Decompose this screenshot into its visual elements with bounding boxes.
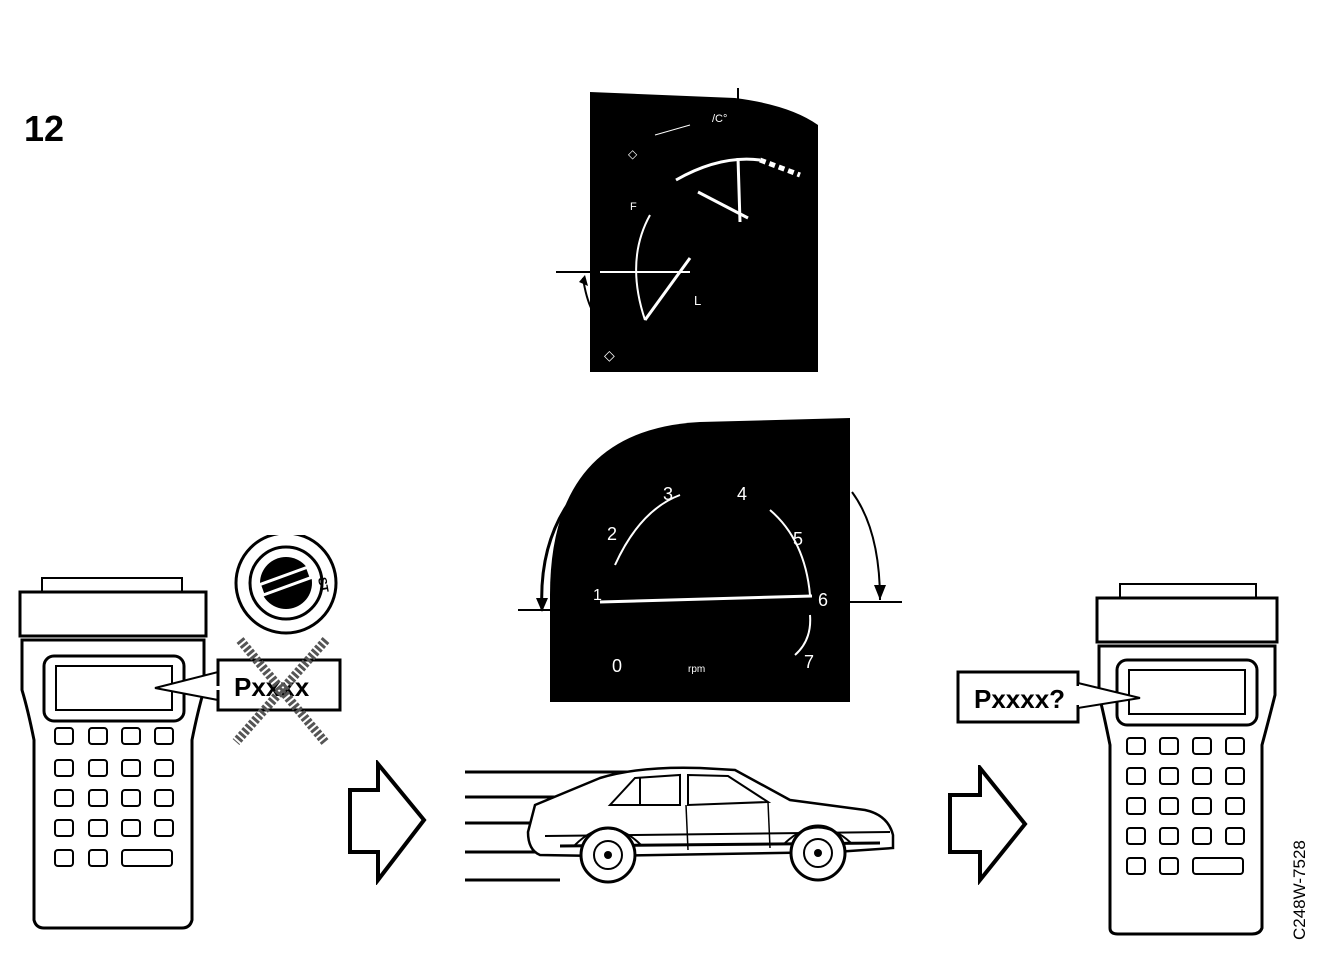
arrow-right-icon — [348, 760, 427, 885]
figure-number: 12 — [24, 108, 65, 149]
arrow-right-icon-2 — [948, 765, 1028, 885]
tach-scale-5: 5 — [793, 529, 803, 549]
gauge-label-f: F — [630, 201, 637, 213]
tach-scale-0: 0 — [612, 656, 622, 676]
cross-out-icon — [232, 637, 330, 745]
ignition-key-icon: ST — [234, 535, 338, 635]
svg-text:/C°: /C° — [712, 113, 727, 125]
right-speech-bubble — [956, 670, 1141, 724]
tach-scale-4: 4 — [737, 484, 747, 504]
tach-scale-1: 1 — [593, 587, 602, 604]
tach-unit: rpm — [688, 664, 705, 675]
tach-scale-6: 6 — [818, 590, 828, 610]
tachometer-icon: 0 1 2 3 4 5 6 7 rpm — [518, 418, 902, 702]
scan-tool-icon-right — [1095, 583, 1279, 936]
tach-scale-3: 3 — [663, 484, 673, 504]
car-icon — [465, 766, 895, 884]
reference-code: C248W-7528 — [1290, 840, 1309, 940]
tach-scale-2: 2 — [607, 524, 617, 544]
tach-scale-7: 7 — [804, 652, 814, 672]
left-speech-bubble — [154, 658, 342, 712]
svg-text:◇: ◇ — [628, 147, 638, 161]
svg-text:◇: ◇ — [604, 347, 615, 363]
right-bubble-text: Pxxxx? — [974, 684, 1066, 714]
scan-tool-icon — [18, 577, 208, 930]
gauge-label-l: L — [694, 293, 701, 308]
temperature-gauge-icon: ◇ /C° F L ◇ — [556, 88, 818, 372]
ignition-position-label: ST — [315, 576, 332, 594]
